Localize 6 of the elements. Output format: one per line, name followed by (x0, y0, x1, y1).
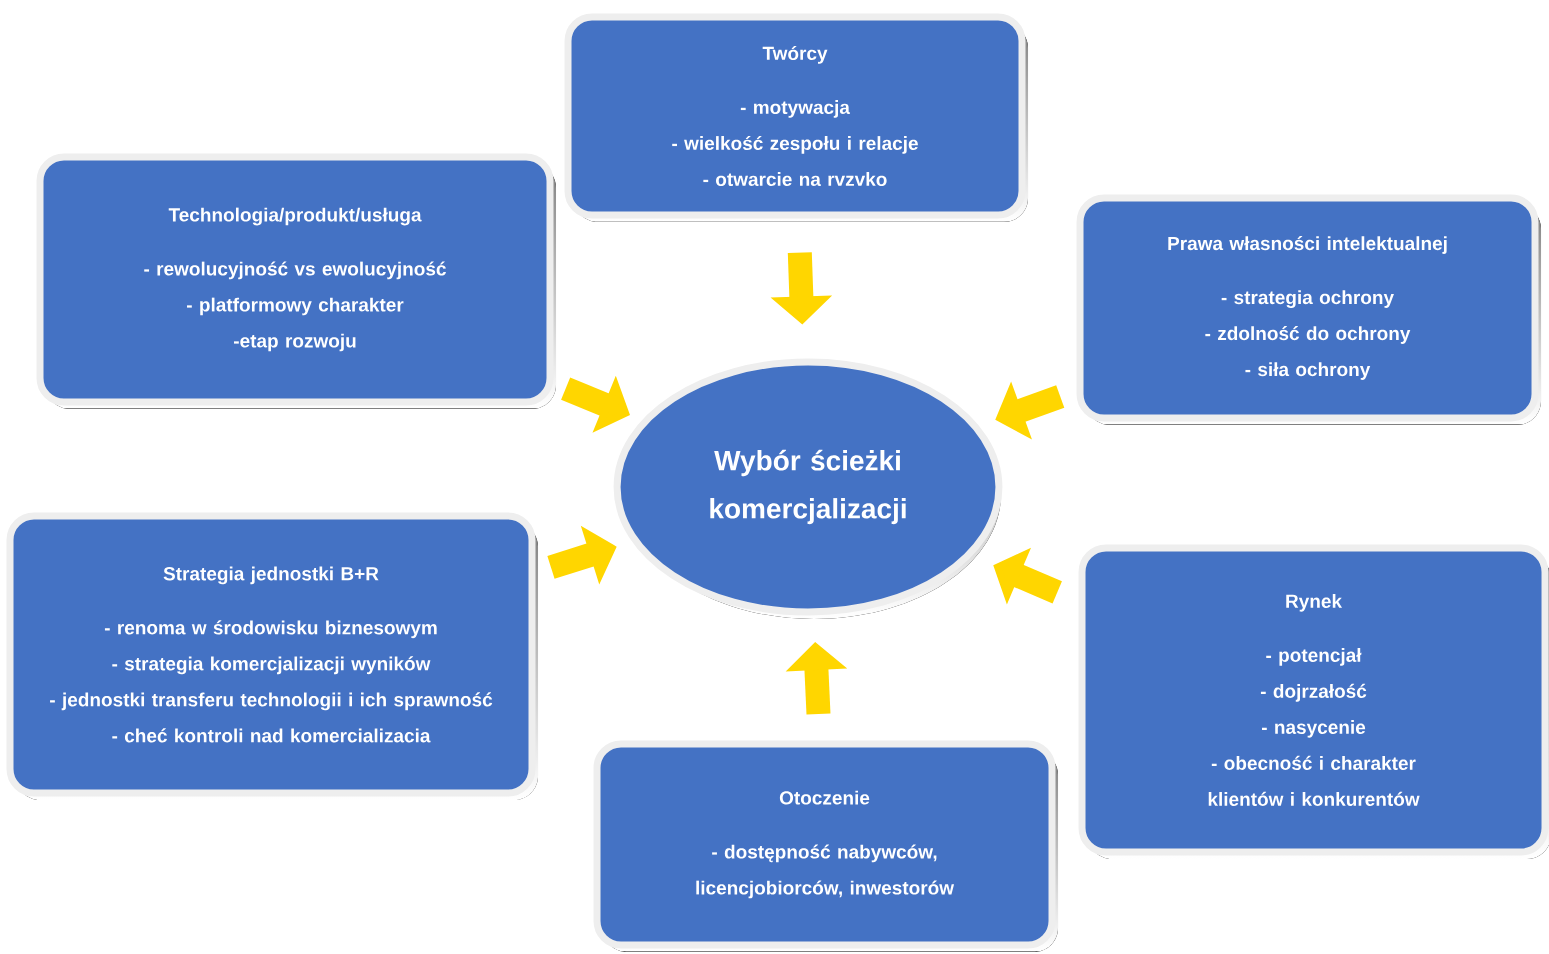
rounded-box: Otoczenie - dostępność nabywców, licencjobiorców, inwestorów (593, 740, 1058, 952)
rounded-box: Technologia/produkt/usługa - rewolucyjność vs ewolucyjność - platformowy charakter -etap rozwoju (36, 153, 556, 409)
rounded-box: Rynek - potencjał - dojrzałość - nasycenie - obecność i charakter klientów i konkurentów (1078, 544, 1549, 859)
rounded-box: Prawa własności intelektualnej - strategia ochrony - zdolność do ochrony - siła ochrony (1076, 194, 1541, 425)
rounded-box: Strategia jednostki B+R - renoma w środowisku biznesowym - strategia komercjalizacji wyników - jednostki transferu technologii i ich sprawność - cheć kontroli nad komercializacia (6, 512, 538, 800)
rounded-box: Twórcy - motywacja - wielkość zespołu i relacje - otwarcie na rvzvko (564, 13, 1028, 222)
